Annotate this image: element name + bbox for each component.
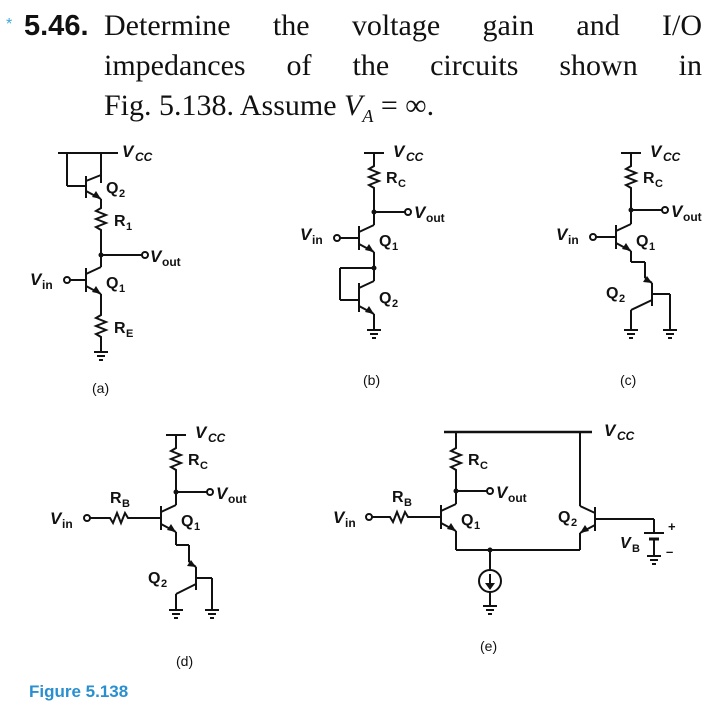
circuit-b-labels: V CC R C V out V in Q 1 Q 2 (b) xyxy=(300,142,445,388)
vcc-label-c: V xyxy=(650,142,663,161)
circuit-a-labels: V CC Q 2 R 1 V out V in Q 1 R E (a) xyxy=(30,142,181,396)
r1-label-a: R xyxy=(114,213,126,230)
subcaption-b: (b) xyxy=(363,372,380,388)
q1-label-e: Q xyxy=(461,512,473,529)
q2-sub-c: 2 xyxy=(619,293,625,305)
circuit-e-labels: V CC R C V out R B V in Q 1 Q 2 V B + – … xyxy=(333,421,676,654)
circuit-d-labels: V CC R C V out R B V in Q 1 Q 2 (d) xyxy=(50,423,247,669)
q2-label-a: Q xyxy=(106,180,118,197)
circuit-b xyxy=(333,152,412,339)
vin-sub-a: in xyxy=(42,278,53,292)
q1-sub-c: 1 xyxy=(649,241,655,253)
q2-sub-b: 2 xyxy=(392,298,398,310)
starred-marker: * xyxy=(6,16,13,33)
rc-label-d: R xyxy=(188,452,200,469)
vcc-sub-b: CC xyxy=(406,150,424,164)
vcc-label-a: V xyxy=(122,142,135,161)
circuit-a xyxy=(58,152,149,361)
problem-text: Determine the voltage gain and I/O imped… xyxy=(104,6,702,136)
vb-minus-sign: – xyxy=(666,544,673,559)
rb-sub-e: B xyxy=(404,497,412,509)
vcc-label-e: V xyxy=(604,421,617,440)
q2-label-b: Q xyxy=(379,290,391,307)
subcaption-d: (d) xyxy=(176,653,193,669)
problem-line-2: impedances of the circuits shown in xyxy=(104,49,702,82)
vin-label-d: V xyxy=(50,509,63,528)
problem-number: 5.46. xyxy=(24,10,89,42)
vout-sub-d: out xyxy=(228,492,247,506)
vcc-label-d: V xyxy=(195,423,208,442)
vout-sub-c: out xyxy=(683,210,702,224)
subcaption-e: (e) xyxy=(480,638,497,654)
vout-sub-b: out xyxy=(426,211,445,225)
vout-sub-e: out xyxy=(508,491,527,505)
vin-sub-b: in xyxy=(312,233,323,247)
rc-label-e: R xyxy=(468,452,480,469)
rb-label-e: R xyxy=(392,489,404,506)
vin-sub-d: in xyxy=(62,517,73,531)
rc-label-c: R xyxy=(643,170,655,187)
subcaption-c: (c) xyxy=(620,372,636,388)
q1-label-a: Q xyxy=(106,275,118,292)
circuit-d xyxy=(83,434,219,619)
rc-sub-d: C xyxy=(200,460,208,472)
subcaption-a: (a) xyxy=(92,380,109,396)
q1-sub-e: 1 xyxy=(474,520,480,532)
vcc-sub-a: CC xyxy=(135,150,153,164)
q1-sub-b: 1 xyxy=(392,241,398,253)
q2-sub-e: 2 xyxy=(571,517,577,529)
rc-sub-c: C xyxy=(655,178,663,190)
q1-sub-a: 1 xyxy=(119,283,125,295)
q2-sub-a: 2 xyxy=(119,188,125,200)
vout-label-d: V xyxy=(216,484,229,503)
circuit-e xyxy=(365,430,664,615)
vout-sub-a: out xyxy=(162,255,181,269)
vb-sub-e: B xyxy=(632,543,640,555)
rc-label-b: R xyxy=(386,170,398,187)
q1-label-b: Q xyxy=(379,233,391,250)
rc-sub-b: C xyxy=(398,178,406,190)
q2-sub-d: 2 xyxy=(161,578,167,590)
problem-line-1: Determine the voltage gain and I/O xyxy=(104,9,702,42)
vin-label-b: V xyxy=(300,225,313,244)
vout-label-e: V xyxy=(496,483,509,502)
vout-label-a: V xyxy=(150,247,163,266)
q1-sub-d: 1 xyxy=(194,521,200,533)
re-label-a: R xyxy=(114,320,126,337)
vin-sub-c: in xyxy=(568,233,579,247)
vout-label-b: V xyxy=(414,203,427,222)
vcc-sub-c: CC xyxy=(663,150,681,164)
vcc-sub-d: CC xyxy=(208,431,226,445)
vb-plus-sign: + xyxy=(668,519,676,534)
re-sub-a: E xyxy=(126,328,133,340)
rb-label-d: R xyxy=(110,490,122,507)
vin-label-c: V xyxy=(556,225,569,244)
q2-label-c: Q xyxy=(606,285,618,302)
q2-label-d: Q xyxy=(148,570,160,587)
q2-label-e: Q xyxy=(558,509,570,526)
rc-sub-e: C xyxy=(480,460,488,472)
circuit-c xyxy=(589,152,677,339)
q1-label-d: Q xyxy=(181,513,193,530)
vcc-label-b: V xyxy=(393,142,406,161)
vout-label-c: V xyxy=(671,202,684,221)
vin-label-a: V xyxy=(30,270,43,289)
q1-label-c: Q xyxy=(636,233,648,250)
vcc-sub-e: CC xyxy=(617,429,635,443)
vb-label-e: V xyxy=(620,535,632,552)
figure-caption: Figure 5.138 xyxy=(29,682,128,701)
vin-sub-e: in xyxy=(345,516,356,530)
circuit-c-labels: V CC R C V out V in Q 1 Q 2 (c) xyxy=(556,142,702,388)
r1-sub-a: 1 xyxy=(126,221,132,233)
problem-line-3: Fig. 5.138. Assume VA = ∞. xyxy=(104,89,435,126)
vin-label-e: V xyxy=(333,508,346,527)
rb-sub-d: B xyxy=(122,498,130,510)
